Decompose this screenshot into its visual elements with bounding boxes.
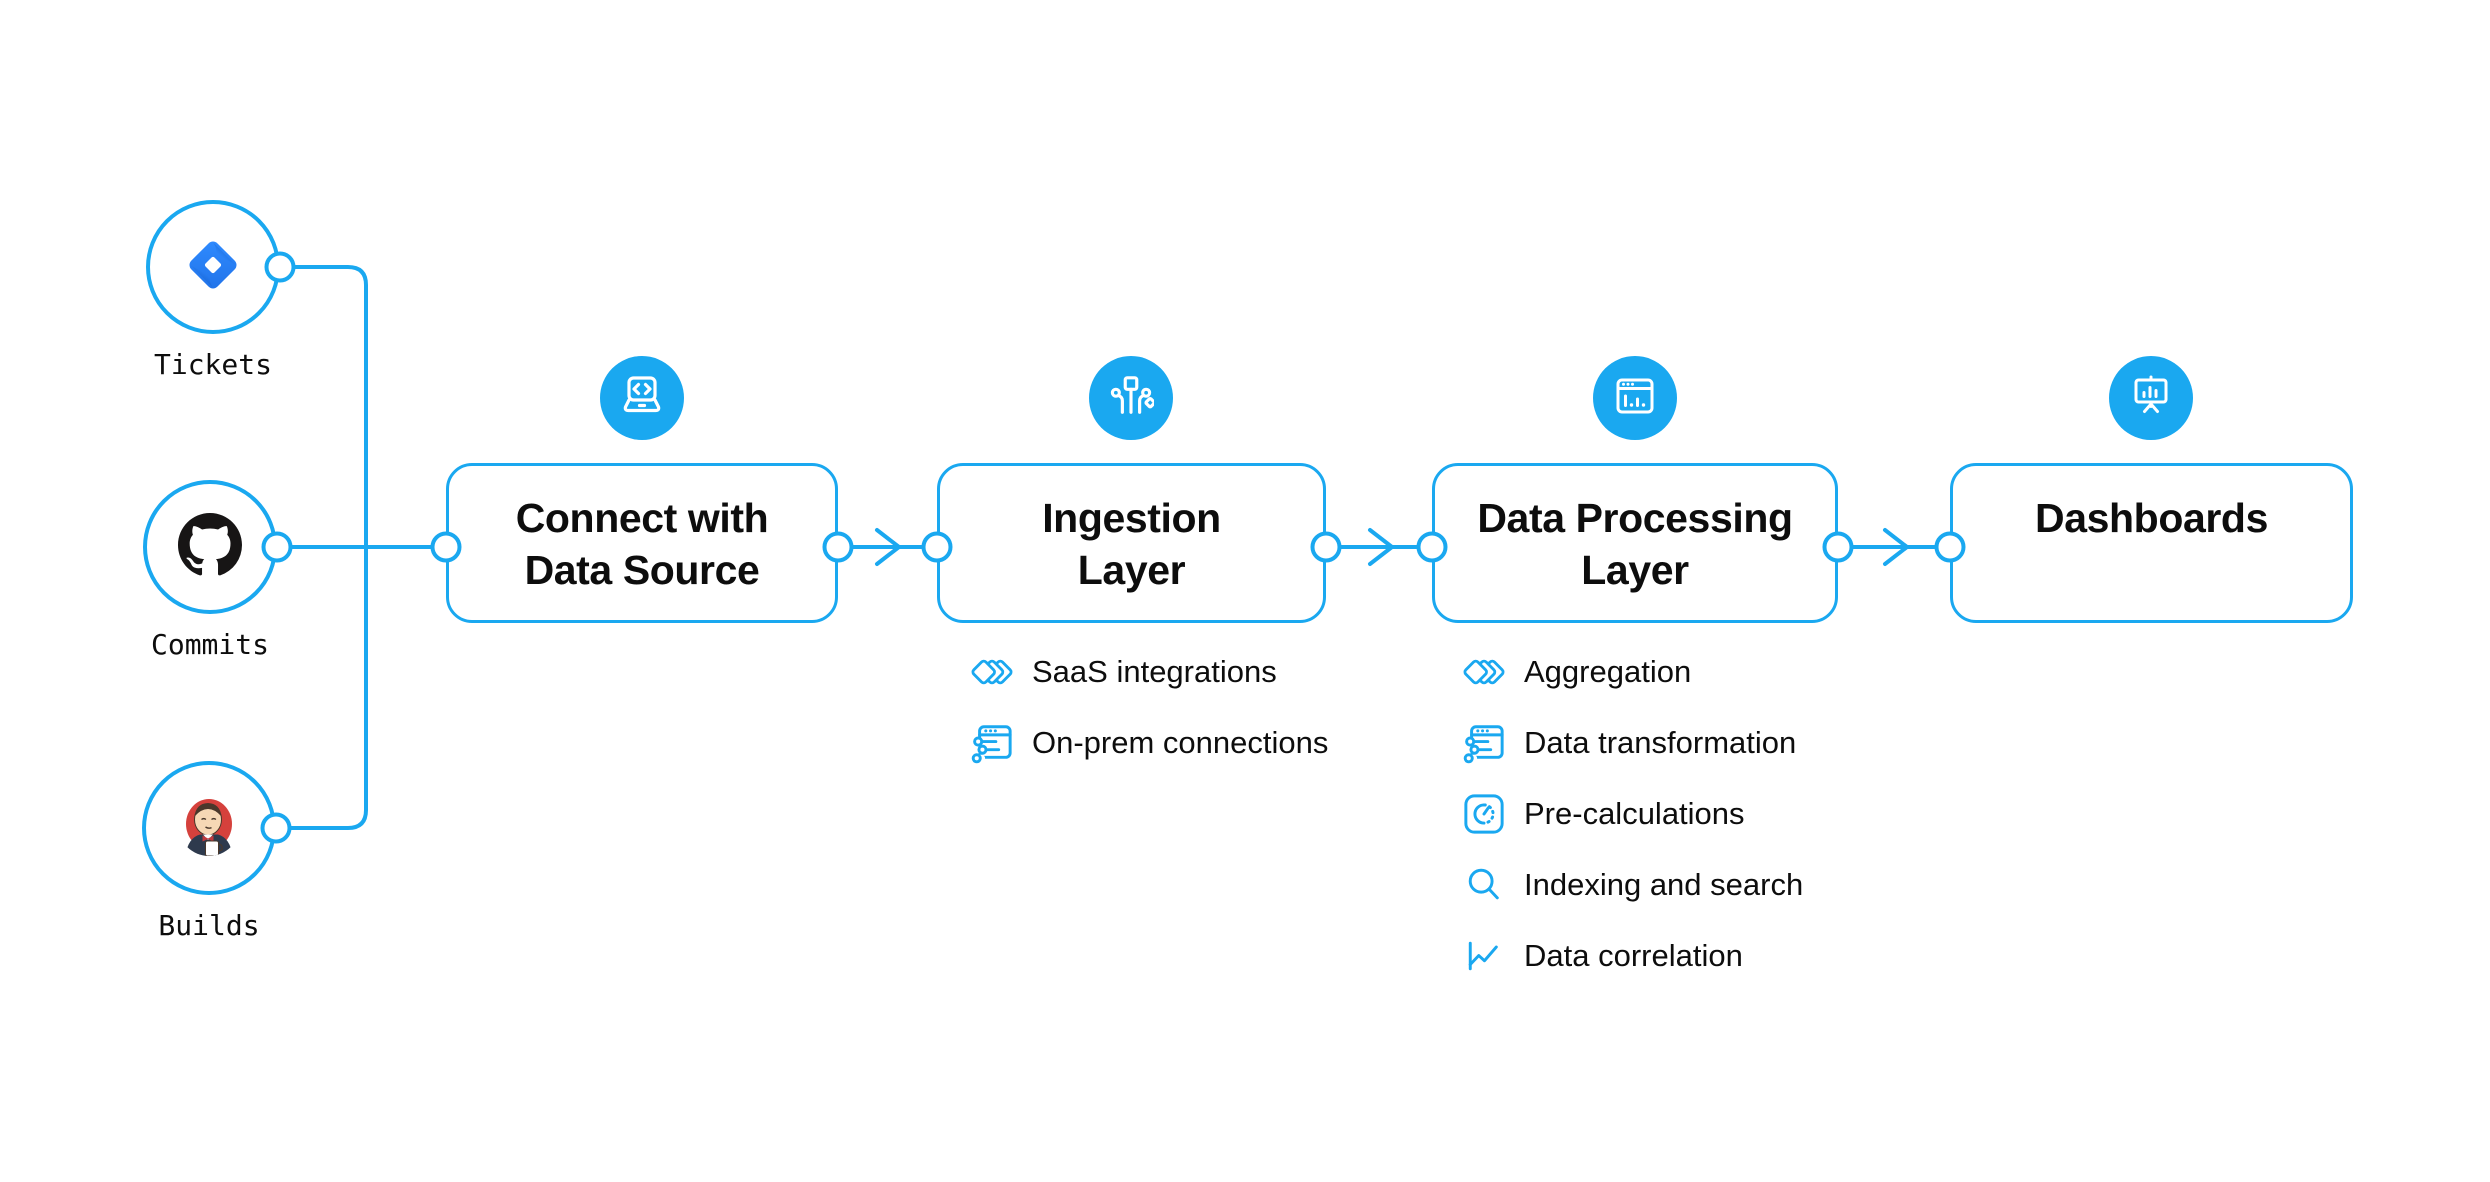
list-item: Aggregation (1460, 650, 1803, 694)
stage-title-line: Dashboards (2035, 495, 2268, 541)
github-icon (178, 512, 242, 582)
stage-title-line: Data Processing (1477, 495, 1793, 541)
window-chart-icon (1612, 375, 1658, 422)
stage-title-line: Connect with (515, 495, 769, 541)
stage-box-connect: Connect with Data Source (446, 463, 838, 623)
gauge-icon (1460, 793, 1508, 835)
jenkins-icon (176, 793, 242, 864)
window-sliders-icon (1460, 722, 1508, 764)
ingestion-feature-list: SaaS integrations (968, 650, 1328, 765)
feature-label: Data correlation (1524, 938, 1743, 973)
line-chart-icon (1460, 938, 1508, 974)
list-item: On-prem connections (968, 721, 1328, 765)
list-item: Data correlation (1460, 934, 1803, 978)
stage-title-line: Layer (1077, 547, 1186, 593)
list-item: Indexing and search (1460, 863, 1803, 907)
source-builds-label: Builds (158, 909, 260, 942)
list-item: SaaS integrations (968, 650, 1328, 694)
window-sliders-icon (968, 722, 1016, 764)
stage-box-dashboards: Dashboards (1950, 463, 2353, 623)
feature-label: Pre-calculations (1524, 796, 1745, 831)
source-tickets-label: Tickets (153, 348, 272, 381)
source-commits (143, 480, 277, 614)
stage-title-line: Data Source (524, 547, 760, 593)
magnifier-icon (1460, 866, 1508, 904)
stage-3-badge (1593, 356, 1677, 440)
feature-label: SaaS integrations (1032, 654, 1277, 689)
stage-title-line: Ingestion (1042, 495, 1221, 541)
layered-diamonds-icon (968, 655, 1016, 689)
stage-4-badge (2109, 356, 2193, 440)
arrowhead-2 (1368, 528, 1394, 566)
jira-icon (184, 236, 242, 299)
source-builds (142, 761, 276, 895)
source-commits-label: Commits (150, 628, 269, 661)
source-tickets (146, 200, 280, 334)
processing-feature-list: Aggregation (1460, 650, 1803, 978)
stage-box-processing: Data Processing Layer (1432, 463, 1838, 623)
arrowhead-1 (875, 528, 901, 566)
stage-1-badge (600, 356, 684, 440)
stage-2-badge (1089, 356, 1173, 440)
arrowhead-3 (1883, 528, 1909, 566)
feature-label: Aggregation (1524, 654, 1692, 689)
stage-box-ingestion: Ingestion Layer (937, 463, 1326, 623)
laptop-code-icon (618, 374, 666, 423)
layered-diamonds-icon (1460, 655, 1508, 689)
feature-label: Indexing and search (1524, 867, 1804, 902)
feature-label: On-prem connections (1032, 725, 1329, 760)
data-ingestion-icon (1108, 373, 1156, 424)
feature-label: Data transformation (1524, 725, 1797, 760)
presentation-chart-icon (2128, 373, 2174, 424)
list-item: Pre-calculations (1460, 792, 1803, 836)
stage-title-line: Layer (1581, 547, 1689, 593)
list-item: Data transformation (1460, 721, 1803, 765)
